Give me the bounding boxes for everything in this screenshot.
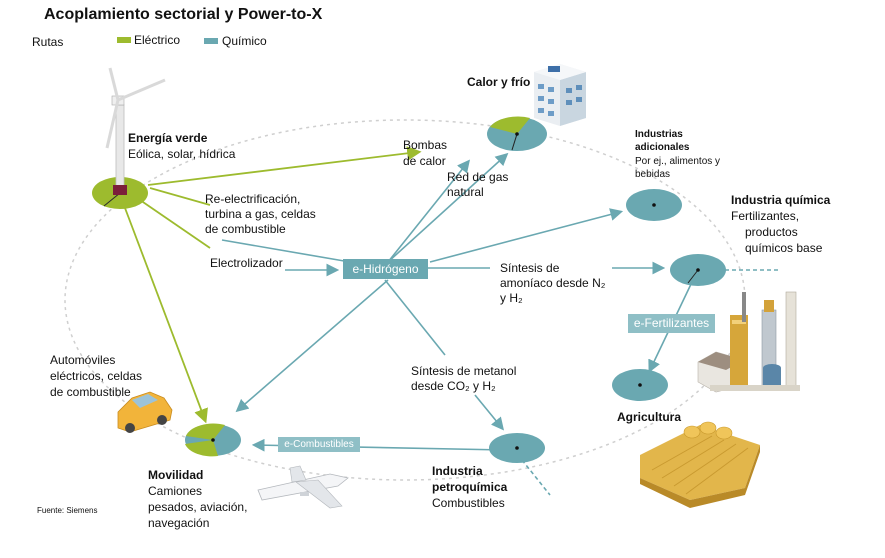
e-hidrogeno-box: e-Hidrógeno (343, 259, 428, 279)
building-icon (534, 64, 586, 126)
wind-turbine-icon (105, 67, 166, 195)
industrias-adicionales-title-2: adicionales (635, 142, 690, 153)
hub-industrias-adicionales (626, 189, 682, 221)
energia-verde-desc: Eólica, solar, hídrica (128, 147, 236, 161)
e-combustibles-box: e-Combustibles (278, 437, 360, 452)
automoviles-desc-3: de combustible (50, 385, 131, 399)
airplane-icon (257, 465, 349, 509)
reelectrificacion-label-2: turbina a gas, celdas (205, 207, 316, 221)
industria-quimica-desc-1: Fertilizantes, (731, 209, 800, 223)
electric-routes (121, 146, 422, 424)
reelectrificacion-label-3: de combustible (205, 222, 286, 236)
red-gas-label-2: natural (447, 185, 484, 199)
agricultura-title: Agricultura (617, 410, 682, 424)
legend-chemical-swatch (204, 38, 218, 44)
chemical-plant-icon (697, 291, 800, 393)
industrias-adicionales-title-1: Industrias (635, 129, 683, 140)
amoniaco-label-2: amoníaco desde N₂ (500, 276, 606, 290)
energia-verde-title: Energía verde (128, 131, 208, 145)
legend-routes-label: Rutas (32, 35, 64, 49)
industria-quimica-title: Industria química (731, 193, 831, 207)
movilidad-desc-3: navegación (148, 516, 210, 530)
industrias-adicionales-desc-1: Por ej., alimentos y (635, 156, 721, 167)
bombas-label-2: de calor (403, 154, 446, 168)
movilidad-desc-2: pesados, aviación, (148, 500, 248, 514)
farm-field-icon (640, 421, 760, 508)
metanol-label-2: desde CO₂ y H₂ (411, 379, 496, 393)
legend-electric-label: Eléctrico (134, 33, 181, 47)
calor-frio-title: Calor y frío (467, 75, 531, 89)
hub-movilidad (185, 423, 241, 457)
metanol-label-1: Síntesis de metanol (411, 364, 517, 378)
diagram-title: Acoplamiento sectorial y Power-to-X (44, 6, 323, 23)
legend-electric-swatch (117, 37, 131, 43)
red-gas-label-1: Red de gas (447, 170, 509, 184)
hub-calor-frio (487, 116, 547, 151)
industrias-adicionales-desc-2: bebidas (635, 169, 671, 180)
industria-quimica-desc-2: productos (745, 225, 798, 239)
amoniaco-label-1: Síntesis de (500, 261, 560, 275)
movilidad-desc-1: Camiones (148, 484, 203, 498)
bombas-label-1: Bombas (403, 138, 448, 152)
petroquimica-title-1: Industria (432, 464, 483, 478)
hub-industria-quimica (670, 254, 726, 286)
e-fertilizantes-box: e-Fertilizantes (628, 314, 715, 333)
car-icon (117, 391, 173, 433)
reelectrificacion-label-1: Re-electrificación, (205, 192, 301, 206)
chemical-routes (221, 152, 780, 496)
source-note: Fuente: Siemens (37, 506, 98, 515)
legend-chemical-label: Químico (222, 34, 267, 48)
petroquimica-desc: Combustibles (432, 496, 505, 510)
automoviles-desc-1: Automóviles (50, 353, 116, 367)
hub-agricultura (612, 369, 668, 401)
automoviles-desc-2: eléctricos, celdas (50, 369, 143, 383)
movilidad-title: Movilidad (148, 468, 204, 482)
petroquimica-title-2: petroquímica (432, 480, 508, 494)
industria-quimica-desc-3: químicos base (745, 241, 823, 255)
hub-petroquimica (489, 433, 545, 463)
electrolizador-label: Electrolizador (210, 256, 283, 270)
amoniaco-label-3: y H₂ (500, 291, 523, 305)
